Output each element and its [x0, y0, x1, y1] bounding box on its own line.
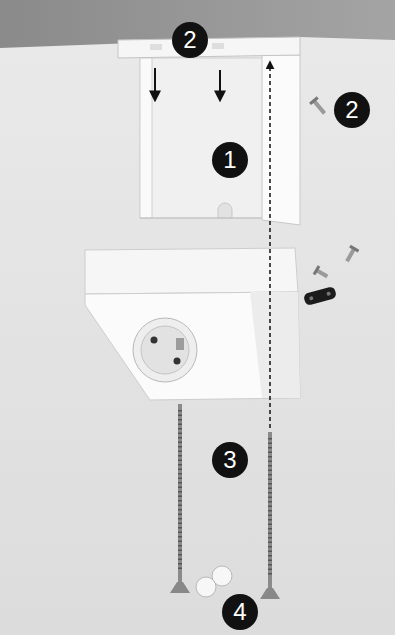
socket-housing: [85, 248, 300, 400]
screw-shank: [178, 404, 182, 584]
small-screw: [343, 245, 360, 264]
bracket-edge: [140, 218, 262, 219]
housing-front: [85, 292, 300, 400]
screw-shank: [313, 100, 326, 115]
cover-cap: [196, 577, 216, 597]
screw-thread: [268, 438, 272, 575]
screw-thread: [178, 410, 182, 570]
bracket-flange: [118, 37, 300, 58]
small-screw: [313, 265, 330, 281]
screw-shank: [268, 432, 272, 590]
socket-ring: [133, 318, 197, 382]
long-screw: [170, 404, 190, 593]
arrow: [154, 68, 156, 100]
clip-body: [303, 286, 337, 306]
screw-head: [349, 245, 359, 253]
bracket-back-plate: [140, 58, 270, 218]
clip-hole: [309, 296, 314, 301]
earth-clip: [176, 338, 184, 350]
screw-head: [260, 588, 280, 599]
callout-number: 2: [172, 22, 208, 58]
bracket-side: [262, 55, 300, 225]
flange-hole: [150, 44, 162, 50]
socket-pin-hole: [151, 337, 158, 344]
dashed-arrow: [269, 62, 271, 428]
clip-hole: [326, 291, 331, 296]
callout-number: 3: [212, 442, 248, 478]
screw-head: [309, 96, 319, 105]
housing-top: [85, 248, 298, 294]
screw-head: [170, 582, 190, 593]
callout-number: 2: [334, 92, 370, 128]
arrow: [219, 70, 221, 100]
mounting-bracket: [118, 37, 300, 225]
socket-pin-hole: [174, 358, 181, 365]
cable-clip: [303, 286, 337, 306]
bracket-slot: [218, 203, 232, 218]
callout-number: 4: [222, 594, 258, 630]
socket-face: [141, 326, 189, 374]
callout-number: 1: [212, 142, 248, 178]
bracket-side: [140, 58, 152, 218]
screw-head: [313, 265, 321, 275]
long-screw: [260, 432, 280, 599]
flange-hole: [212, 43, 224, 49]
housing-shade: [250, 292, 300, 398]
small-screw: [309, 96, 328, 116]
